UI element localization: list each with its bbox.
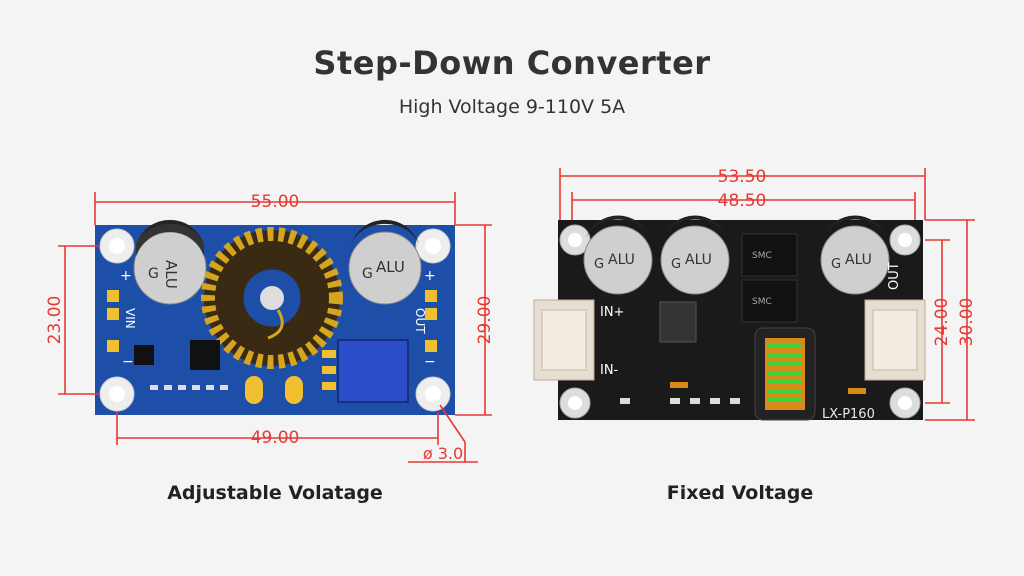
right-height-total-dimension: 30.00 bbox=[925, 219, 977, 421]
right-regulator bbox=[659, 301, 697, 343]
left-cap1-label: ALU bbox=[162, 260, 180, 289]
potentiometer[interactable] bbox=[322, 339, 409, 403]
right-out-label: OUT bbox=[887, 262, 902, 290]
left-cap1-label-g: G bbox=[148, 266, 159, 282]
left-out-pad-3 bbox=[425, 340, 437, 352]
left-vin-pad-1 bbox=[107, 290, 119, 302]
left-width-holes-label: 49.00 bbox=[251, 428, 300, 448]
left-vin-pad-2 bbox=[107, 308, 119, 320]
right-board-caption: Fixed Voltage bbox=[666, 482, 814, 504]
right-cap3-label-g: G bbox=[831, 257, 841, 272]
right-smd-row bbox=[620, 382, 866, 404]
left-hole-br-inner bbox=[425, 386, 441, 402]
left-out-minus: − bbox=[424, 354, 436, 370]
hole-diameter-annotation: ø 3.0 bbox=[408, 404, 478, 463]
left-height-holes-dimension: 23.00 bbox=[45, 245, 100, 395]
left-height-total-label: 29.00 bbox=[475, 296, 495, 345]
left-cap2-label: ALU bbox=[376, 258, 405, 276]
right-capacitor-3: ALU G bbox=[820, 215, 890, 295]
smc-diode-2-label: SMC bbox=[752, 297, 772, 307]
left-hole-tr-inner bbox=[425, 238, 441, 254]
right-width-holes-label: 48.50 bbox=[718, 191, 767, 211]
left-vin-label: VIN bbox=[123, 308, 137, 329]
right-width-top-label: 53.50 bbox=[718, 167, 767, 187]
model-label: LX-P160 bbox=[822, 407, 875, 422]
right-hole-tl-inner bbox=[568, 233, 582, 247]
right-hole-tr-inner bbox=[898, 233, 912, 247]
output-connector[interactable] bbox=[864, 299, 926, 381]
left-out-label: OUT bbox=[413, 308, 427, 334]
right-hole-bl-inner bbox=[568, 396, 582, 410]
smc-diode-2: SMC bbox=[741, 279, 798, 323]
left-vin-minus: − bbox=[122, 354, 134, 370]
page-subtitle: High Voltage 9-110V 5A bbox=[398, 96, 626, 118]
left-capacitor-1: ALU G bbox=[133, 219, 207, 305]
right-capacitor-2: ALU G bbox=[660, 215, 730, 295]
left-width-top-label: 55.00 bbox=[251, 192, 300, 212]
left-width-top-dimension: 55.00 bbox=[94, 192, 456, 225]
left-board-caption: Adjustable Volatage bbox=[167, 482, 383, 504]
left-height-total-dimension: 29.00 bbox=[455, 224, 495, 416]
left-smd-row bbox=[150, 385, 228, 390]
left-vin-pad-3 bbox=[107, 340, 119, 352]
left-hole-bl-inner bbox=[109, 386, 125, 402]
right-vin-minus: IN- bbox=[600, 363, 619, 378]
smc-diode-1-label: SMC bbox=[752, 251, 772, 261]
right-cap3-label: ALU bbox=[845, 252, 872, 268]
right-width-holes-dimension: 48.50 bbox=[571, 191, 916, 220]
left-height-holes-label: 23.00 bbox=[45, 296, 65, 345]
left-pad-a bbox=[245, 376, 263, 404]
left-out-plus: + bbox=[424, 268, 436, 284]
right-capacitor-1: ALU G bbox=[583, 215, 653, 295]
left-width-holes-dimension: 49.00 bbox=[116, 412, 439, 448]
right-cap2-label: ALU bbox=[685, 252, 712, 268]
left-hole-tl-inner bbox=[109, 238, 125, 254]
right-hole-br-inner bbox=[898, 396, 912, 410]
left-out-pad-1 bbox=[425, 290, 437, 302]
input-connector[interactable] bbox=[533, 299, 595, 381]
left-ic bbox=[190, 340, 220, 370]
right-vin-plus: IN+ bbox=[600, 305, 624, 320]
right-width-top-dimension: 53.50 bbox=[559, 167, 926, 220]
left-transistor bbox=[134, 345, 154, 365]
right-height-holes-label: 24.00 bbox=[932, 298, 952, 347]
left-board-diagram: 55.00 ALU G ALU G + VIN − + OUT − bbox=[45, 192, 495, 463]
right-inductor bbox=[754, 327, 816, 421]
right-cap2-label-g: G bbox=[671, 257, 681, 272]
left-vin-plus: + bbox=[120, 268, 132, 284]
right-cap1-label-g: G bbox=[594, 257, 604, 272]
left-cap2-label-g: G bbox=[362, 266, 373, 282]
left-capacitor-2: ALU G bbox=[348, 219, 422, 305]
right-height-total-label: 30.00 bbox=[957, 298, 977, 347]
left-pad-b bbox=[285, 376, 303, 404]
right-cap1-label: ALU bbox=[608, 252, 635, 268]
left-out-pad-2 bbox=[425, 308, 437, 320]
right-board-diagram: 53.50 48.50 ALU G ALU G ALU G SMC bbox=[533, 167, 977, 422]
right-height-holes-dimension: 24.00 bbox=[925, 239, 952, 404]
page-title: Step-Down Converter bbox=[313, 44, 711, 82]
smc-diode-1: SMC bbox=[741, 233, 798, 277]
toroid-inductor bbox=[201, 227, 343, 369]
hole-diameter-label: ø 3.0 bbox=[423, 444, 463, 463]
